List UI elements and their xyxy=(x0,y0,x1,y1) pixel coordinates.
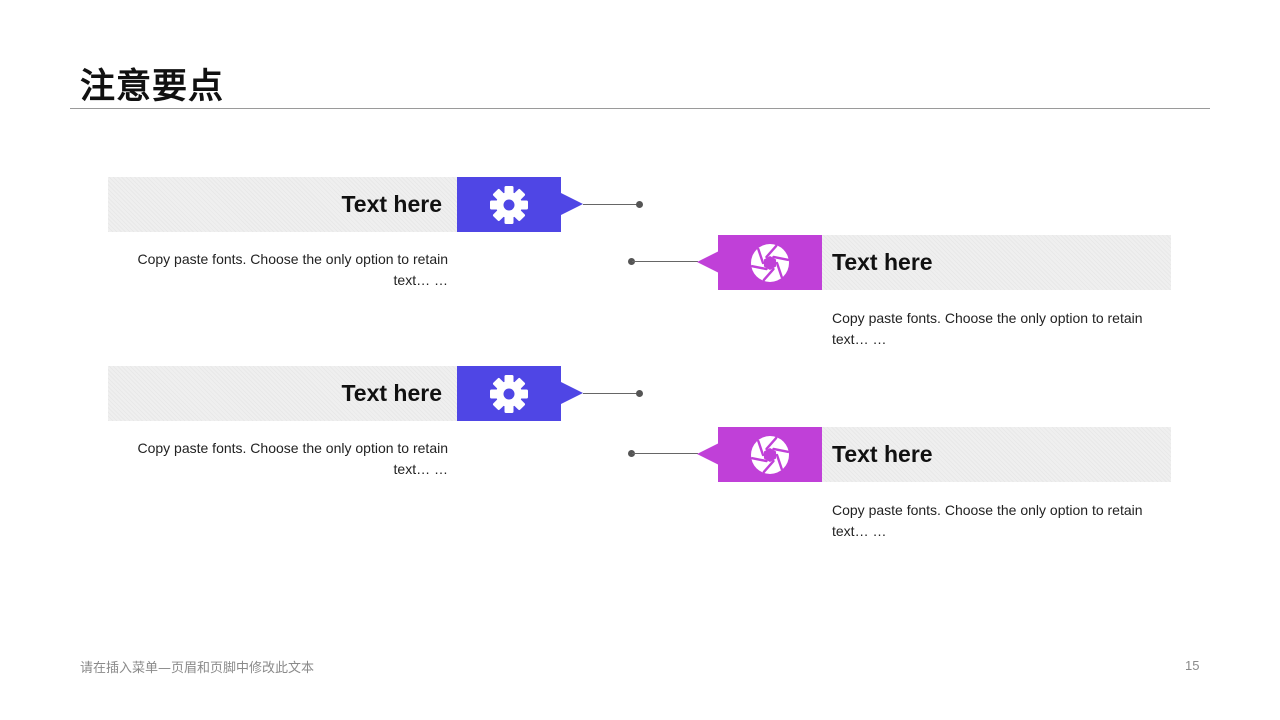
page-number: 15 xyxy=(1185,658,1200,673)
item-2-connector-dot xyxy=(628,258,635,265)
item-3-heading[interactable]: Text here xyxy=(341,380,442,406)
item-4-icon-box xyxy=(718,427,822,482)
item-1-pointer xyxy=(561,193,583,215)
item-2-description: Copy paste fonts. Choose the only option… xyxy=(832,310,1143,347)
aperture-icon xyxy=(750,243,790,282)
item-4-connector-dot xyxy=(628,450,635,457)
slide-title: 注意要点 xyxy=(80,67,225,107)
aperture-icon xyxy=(750,435,790,474)
item-4-label-bar: Text here xyxy=(822,427,1171,482)
item-4-pointer xyxy=(697,443,719,465)
item-3-icon-box xyxy=(457,366,561,421)
item-1-icon-box xyxy=(457,177,561,232)
item-1-connector-line xyxy=(583,204,639,205)
item-4-description: Copy paste fonts. Choose the only option… xyxy=(832,502,1143,539)
item-3-connector-line xyxy=(583,393,639,394)
item-2-icon-box xyxy=(718,235,822,290)
item-4-connector-line xyxy=(632,453,698,454)
title-divider xyxy=(70,108,1210,109)
footer-text[interactable]: 请在插入菜单—页眉和页脚中修改此文本 xyxy=(80,661,315,676)
item-1-connector-dot xyxy=(636,201,643,208)
item-4-heading[interactable]: Text here xyxy=(832,441,933,467)
item-3-description: Copy paste fonts. Choose the only option… xyxy=(137,440,448,477)
item-1-label-bar: Text here xyxy=(108,177,457,232)
gear-icon xyxy=(490,374,528,413)
item-1-heading[interactable]: Text here xyxy=(341,191,442,217)
item-1-description: Copy paste fonts. Choose the only option… xyxy=(137,251,448,288)
item-3-connector-dot xyxy=(636,390,643,397)
gear-icon xyxy=(490,185,528,224)
item-3-label-bar: Text here xyxy=(108,366,457,421)
item-2-label-bar: Text here xyxy=(822,235,1171,290)
item-2-connector-line xyxy=(632,261,698,262)
item-2-pointer xyxy=(697,251,719,273)
item-3-pointer xyxy=(561,382,583,404)
item-2-heading[interactable]: Text here xyxy=(832,249,933,275)
